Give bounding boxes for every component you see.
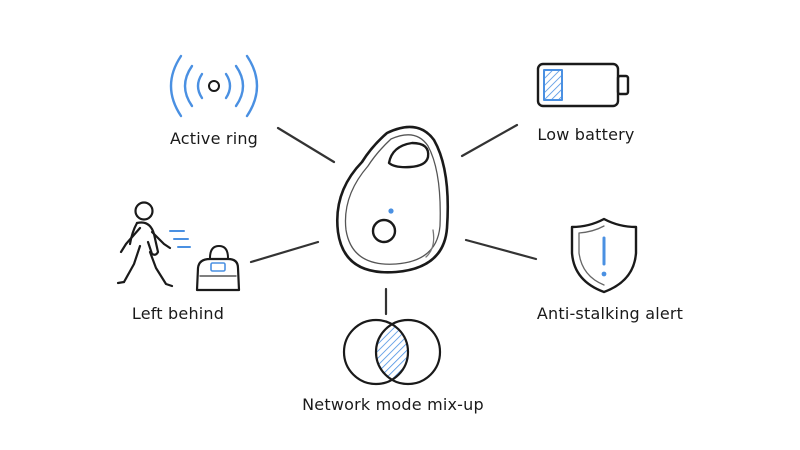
label-low-battery: Low battery (537, 125, 635, 144)
label-network-mode-mix-up: Network mode mix-up (302, 395, 484, 414)
connector-anti-stalking (464, 238, 538, 261)
venn-overlap-icon (342, 318, 442, 386)
walking-person-bag-icon (116, 201, 241, 292)
connector-lines (249, 123, 538, 316)
shield-alert-icon (570, 217, 638, 294)
connector-active-ring (276, 126, 336, 164)
label-anti-stalking-alert: Anti-stalking alert (536, 304, 684, 323)
connector-left-behind (249, 240, 320, 264)
connector-low-battery (460, 123, 519, 158)
sound-waves-icon (169, 54, 259, 118)
tracker-device-icon (336, 125, 450, 274)
label-left-behind: Left behind (131, 304, 225, 323)
label-active-ring: Active ring (169, 129, 259, 148)
battery-low-icon (536, 62, 630, 108)
